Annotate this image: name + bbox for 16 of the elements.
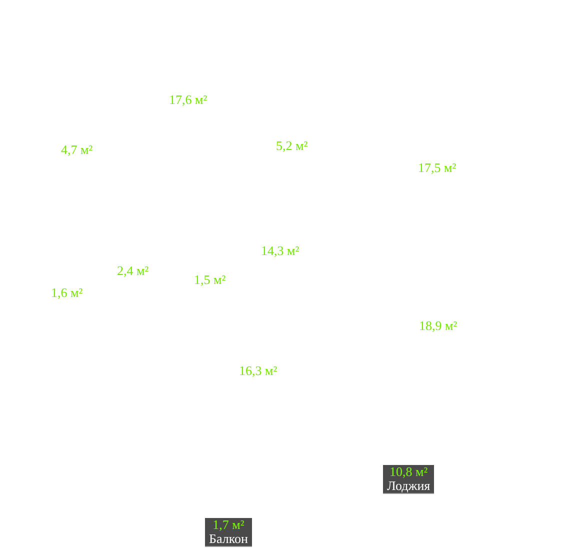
area-label: 14,3 м² — [261, 243, 300, 258]
area-label: 10,8 м² — [388, 465, 429, 479]
room-tag — [383, 465, 434, 494]
area-label: 4,7 м² — [61, 142, 93, 157]
area-label: 2,4 м² — [117, 263, 149, 278]
area-label: 18,9 м² — [419, 318, 458, 333]
area-label: 17,5 м² — [418, 160, 456, 175]
area-label: 17,6 м² — [169, 92, 208, 107]
area-label: 5,2 м² — [276, 138, 308, 153]
area-label: 1,5 м² — [194, 272, 226, 287]
area-label: 1,6 м² — [51, 285, 83, 300]
area-label: 16,3 м² — [239, 363, 278, 378]
room-name: Балкон — [209, 532, 248, 546]
room-name: Лоджия — [387, 479, 430, 493]
area-label: 1,7 м² — [212, 518, 246, 532]
room-tag — [205, 518, 252, 547]
